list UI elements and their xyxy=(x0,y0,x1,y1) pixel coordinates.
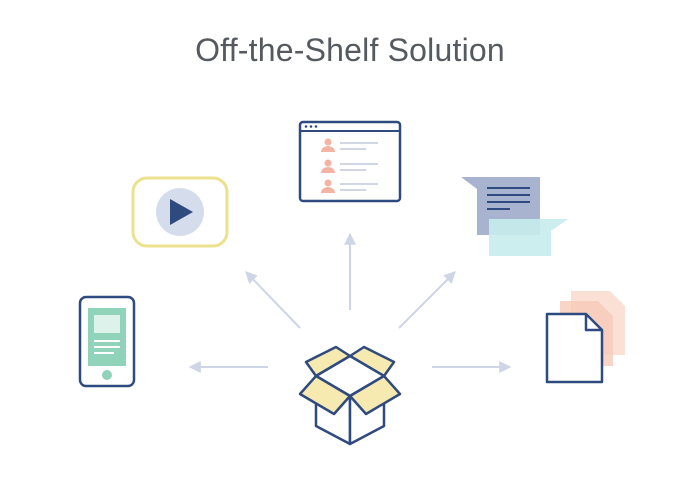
arrow-to-video xyxy=(245,271,301,329)
open-box-icon xyxy=(298,345,402,446)
page-title: Off-the-Shelf Solution xyxy=(195,32,505,68)
arrows xyxy=(188,232,512,373)
documents-icon xyxy=(545,291,625,384)
arrow-to-chat xyxy=(398,271,456,329)
chat-bubbles-icon xyxy=(461,177,568,256)
phone-icon xyxy=(78,295,136,388)
video-play-icon xyxy=(131,176,229,248)
contact-list-window-icon xyxy=(298,120,402,203)
